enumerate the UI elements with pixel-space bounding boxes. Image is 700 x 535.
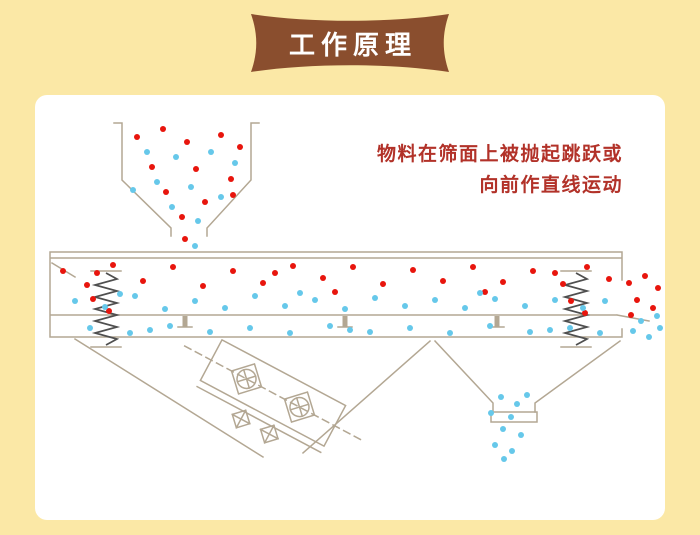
discharge-particles [626, 273, 663, 340]
hopper-particles [130, 126, 243, 249]
caption-line-2: 向前作直线运动 [479, 175, 623, 196]
exciter-bearing-left [230, 362, 263, 395]
feed-hopper [113, 122, 260, 237]
vibrating-screen-diagram [49, 122, 663, 462]
exciter-bearing-right [283, 391, 316, 424]
banner-title: 工作原理 [288, 29, 417, 60]
mount-bolt-right [259, 424, 280, 444]
fines-particles [488, 392, 530, 462]
mount-bolt-left [231, 409, 251, 429]
working-principle-banner: 工作原理 [247, 6, 453, 80]
diagram-card: 物料在筛面上被抛起跳跃或 向前作直线运动 [35, 95, 665, 520]
screen-particles [60, 262, 612, 316]
motor-cradle [73, 337, 432, 459]
banner-ribbon-icon [251, 14, 449, 72]
deck-supports [177, 316, 505, 328]
diagram-caption: 物料在筛面上被抛起跳跃或 向前作直线运动 [377, 139, 623, 201]
under-deck-particles [87, 323, 603, 336]
screen-body [49, 251, 650, 338]
fines-funnel [433, 339, 622, 423]
vibration-motor [183, 338, 363, 454]
caption-line-1: 物料在筛面上被抛起跳跃或 [376, 144, 623, 165]
